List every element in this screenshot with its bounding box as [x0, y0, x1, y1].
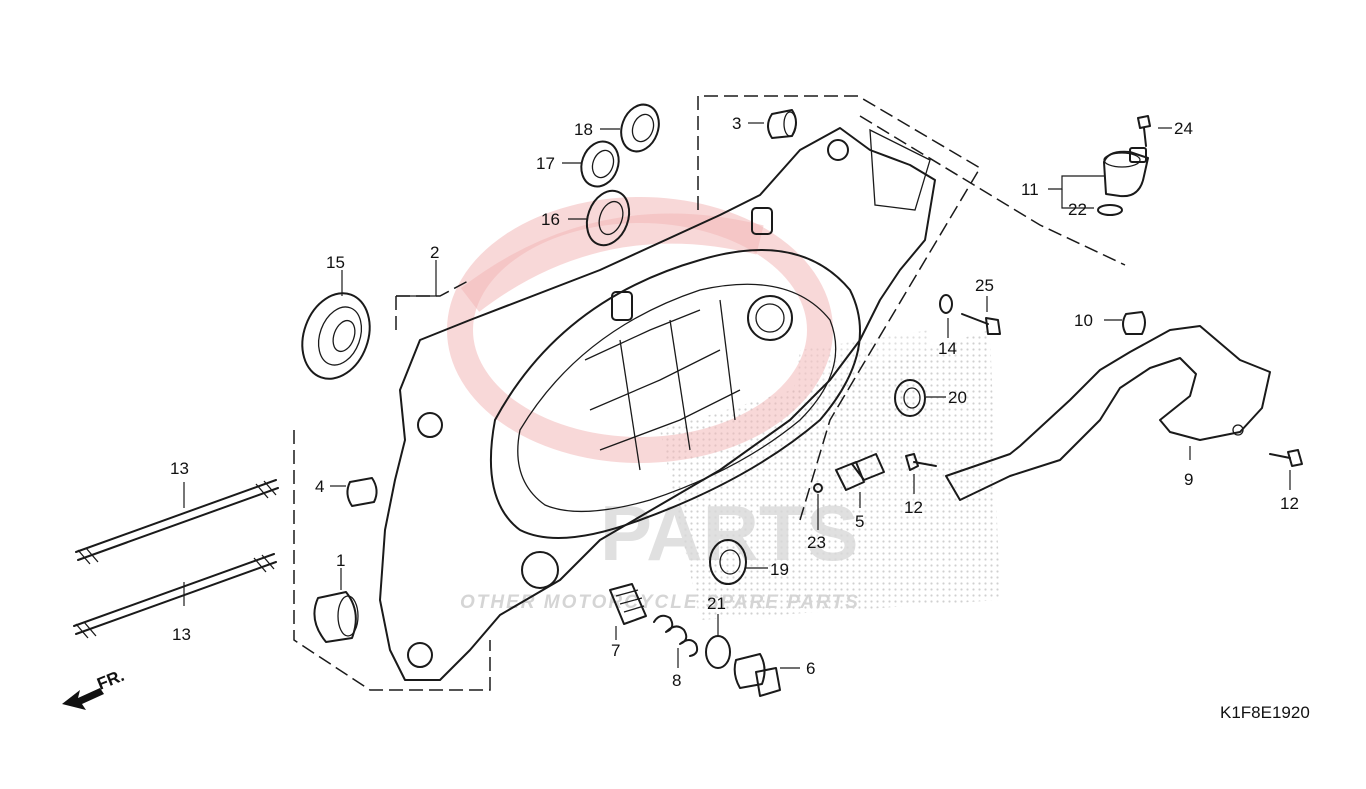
callout-3: 3	[732, 114, 741, 133]
cover-9	[945, 325, 1271, 501]
bolt-12-left	[905, 453, 937, 471]
callout-labels: 1 2 3 4 5 6 7 8 9 10 11 12 12 13 13 14 1…	[170, 114, 1299, 690]
front-direction-arrow: FR.	[62, 666, 127, 710]
strainer-screen-7	[609, 583, 647, 625]
collar-4	[346, 477, 378, 507]
callout-5: 5	[855, 512, 864, 531]
callout-6: 6	[806, 659, 815, 678]
callout-8: 8	[672, 671, 681, 690]
stud-bolt-13-upper	[75, 479, 279, 565]
spring-8	[653, 614, 699, 657]
callout-10: 10	[1074, 311, 1093, 330]
callout-4: 4	[315, 477, 324, 496]
callout-12-right: 12	[1280, 494, 1299, 513]
o-ring-22	[1097, 204, 1123, 216]
grommet-10	[1122, 311, 1146, 335]
callout-12-left: 12	[904, 498, 923, 517]
bearing-18	[620, 103, 660, 153]
fitting-5	[835, 453, 885, 491]
callout-16: 16	[541, 210, 560, 229]
callout-17: 17	[536, 154, 555, 173]
bearing-3	[767, 109, 797, 139]
callout-14: 14	[938, 339, 957, 358]
oil-seal-19	[709, 539, 747, 585]
oil-seal-20	[894, 379, 926, 417]
callout-13-upper: 13	[170, 459, 189, 478]
callout-13-lower: 13	[172, 625, 191, 644]
callout-9: 9	[1184, 470, 1193, 489]
callout-18: 18	[574, 120, 593, 139]
bolt-25	[961, 313, 1001, 335]
callout-11: 11	[1021, 180, 1039, 199]
bearing-15	[301, 292, 371, 380]
sensor-11	[1103, 147, 1149, 198]
callout-19: 19	[770, 560, 789, 579]
callout-1: 1	[336, 551, 345, 570]
clip-23	[813, 483, 823, 493]
callout-25: 25	[975, 276, 994, 295]
o-ring-21	[705, 635, 731, 669]
bearing-17	[580, 140, 620, 188]
callout-15: 15	[326, 253, 345, 272]
front-label: FR.	[94, 666, 127, 694]
watermark: PARTS OTHER MOTORCYCLE SPARE PARTS	[447, 197, 1000, 620]
bearing-1	[313, 591, 359, 643]
callout-23: 23	[807, 533, 826, 552]
left-crankcase	[379, 127, 936, 681]
bolt-12-right	[1269, 449, 1303, 467]
callout-24: 24	[1174, 119, 1193, 138]
bearing-16	[585, 189, 631, 247]
callout-2: 2	[430, 243, 439, 262]
bolt-24	[1137, 115, 1151, 147]
watermark-tagline: OTHER MOTORCYCLE SPARE PARTS	[460, 592, 860, 613]
callout-22: 22	[1068, 200, 1087, 219]
drain-plug-6	[733, 653, 781, 697]
callout-20: 20	[948, 388, 967, 407]
stud-bolt-13-lower	[73, 553, 277, 639]
leader-lines	[183, 122, 1291, 669]
callout-21: 21	[707, 594, 726, 613]
diagram-code: K1F8E1920	[1220, 703, 1310, 722]
callout-7: 7	[611, 641, 620, 660]
watermark-brand: PARTS	[600, 489, 859, 577]
group-outlines	[293, 95, 1126, 691]
washer-14	[939, 294, 953, 314]
